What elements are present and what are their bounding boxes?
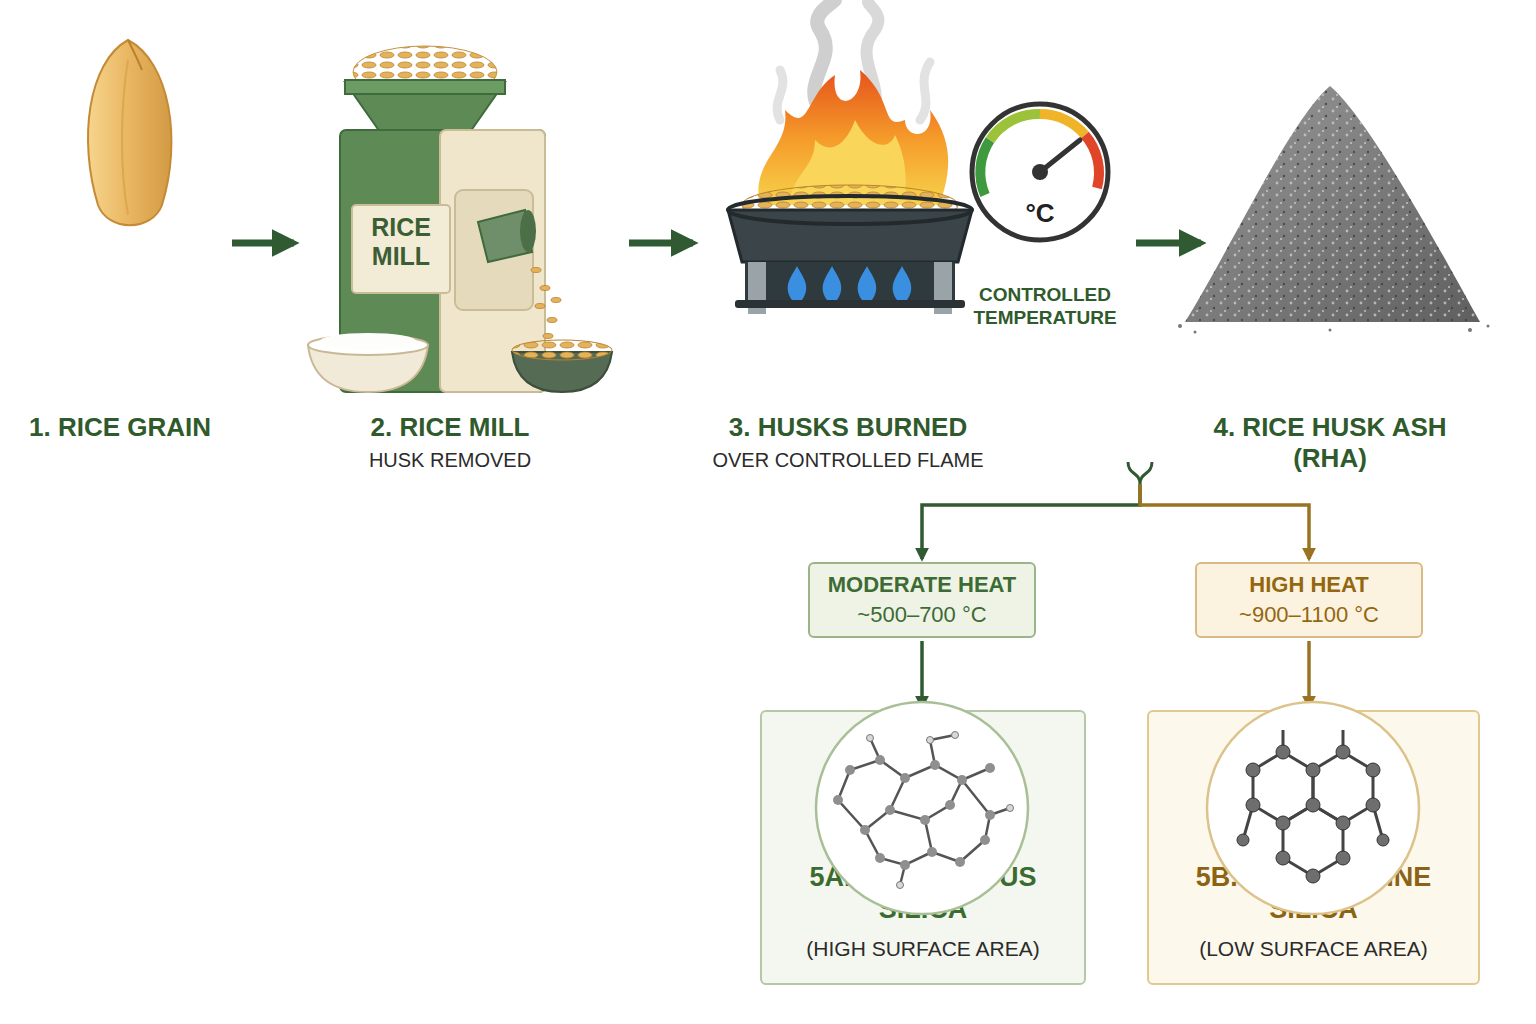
condition-box: HIGH HEAT ~900–1100 °C — [1195, 562, 1423, 638]
crystalline-lattice — [1207, 702, 1419, 914]
box-subtitle: (LOW SURFACE AREA) — [1199, 936, 1428, 961]
process-stage: 1. RICE GRAIN — [20, 20, 228, 460]
branch-brace — [1128, 462, 1152, 484]
husk-burner — [728, 0, 972, 314]
stage-note: CONTROLLED TEMPERATURE — [960, 284, 1130, 330]
stage-caption: 4. RICE HUSK ASH (RHA) — [1180, 412, 1480, 474]
amorphous-network — [816, 702, 1028, 914]
box-title: MODERATE HEAT — [828, 572, 1017, 598]
condition-box: MODERATE HEAT ~500–700 °C — [808, 562, 1036, 638]
temperature-gauge — [972, 104, 1108, 240]
ash-pile — [1178, 86, 1490, 334]
flow-arrow — [629, 240, 693, 247]
box-subtitle: (HIGH SURFACE AREA) — [806, 936, 1039, 961]
rice-grain — [88, 40, 171, 225]
flow-arrow — [1140, 484, 1309, 559]
box-subtitle: ~900–1100 °C — [1239, 602, 1379, 628]
product-box: 5B. CRYSTALLINE SILICA (LOW SURFACE AREA) — [1147, 710, 1480, 985]
product-box: 5A. AMORPHOUS SILICA (HIGH SURFACE AREA) — [760, 710, 1086, 985]
stage-caption: 1. RICE GRAIN — [10, 412, 230, 443]
flow-arrow — [1307, 641, 1311, 707]
rice-mill — [308, 46, 612, 392]
stage-note: OVER CONTROLLED FLAME — [688, 448, 1008, 472]
stage-note: °C — [1010, 198, 1070, 229]
process-stage: 3. HUSKS BURNEDOVER CONTROLLED FLAME°CCO… — [697, 20, 1132, 475]
box-title: 5A. AMORPHOUS SILICA — [772, 861, 1074, 926]
process-stage: 2. RICE MILL HUSK REMOVED — [298, 20, 625, 475]
flow-arrow — [1136, 240, 1201, 247]
stage-caption: 2. RICE MILL — [300, 412, 600, 443]
flow-arrow — [232, 240, 294, 247]
stage-note: HUSK REMOVED — [300, 448, 600, 472]
flow-arrow — [920, 641, 924, 707]
box-title: HIGH HEAT — [1249, 572, 1368, 598]
box-subtitle: ~500–700 °C — [857, 602, 986, 628]
box-title: 5B. CRYSTALLINE SILICA — [1159, 861, 1468, 926]
stage-caption: 3. HUSKS BURNED — [698, 412, 998, 443]
process-stage: 4. RICE HUSK ASH (RHA) — [1205, 20, 1505, 480]
flow-arrow — [922, 484, 1140, 559]
machine-sign: RICE MILL — [355, 213, 447, 271]
